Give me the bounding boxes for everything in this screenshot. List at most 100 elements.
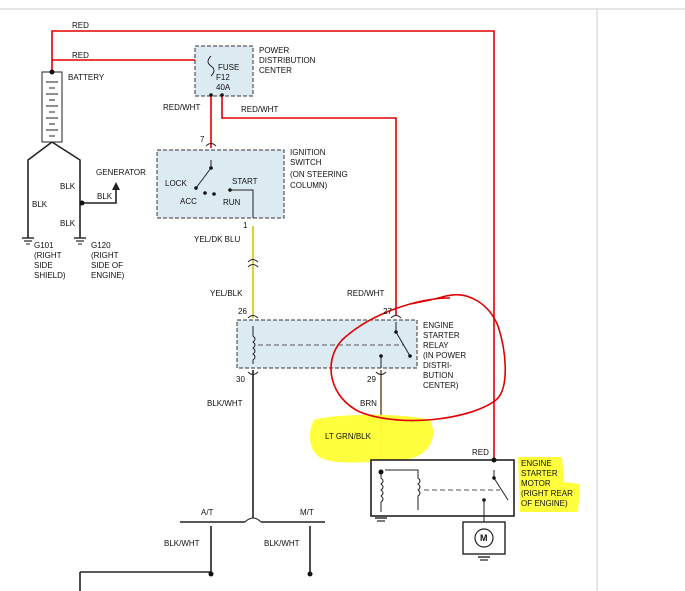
label-relay-2: STARTER: [423, 331, 460, 340]
motor-symbol-circle: [474, 528, 494, 548]
relay-coil: [252, 326, 256, 364]
label-blk-c: BLK: [60, 219, 76, 228]
label-g120-2: (RIGHT: [91, 251, 119, 260]
power-distribution-center-box: [194, 45, 254, 97]
label-g120-1: G120: [91, 241, 111, 250]
battery: [41, 71, 63, 143]
starter-motor-box: [370, 459, 515, 517]
relay-contact: [408, 354, 412, 358]
label-start: START: [232, 177, 258, 186]
label-pin-1: 1: [243, 221, 248, 230]
label-ignition-4: COLUMN): [290, 181, 328, 190]
switch-contact: [203, 191, 207, 195]
wire-blk-bottom-left: [79, 571, 211, 591]
relay-contact: [379, 354, 383, 358]
label-mt: M/T: [300, 508, 314, 517]
label-motor-5: OF ENGINE): [521, 499, 568, 508]
label-pin-30: 30: [236, 375, 245, 384]
wire-red-battery-to-starter: [51, 30, 495, 460]
label-ignition-3: (ON STEERING: [290, 170, 348, 179]
label-blk-generator: BLK: [97, 192, 113, 201]
start-contact-line: [230, 189, 254, 218]
connector-icon: [205, 143, 217, 147]
red-annotation-circle: [330, 293, 507, 422]
label-ignition-1: IGNITION: [290, 148, 326, 157]
label-red-motor: RED: [472, 448, 489, 457]
label-g120-3: SIDE OF: [91, 261, 123, 270]
junction-dot: [307, 571, 313, 577]
starter-relay-box: [236, 319, 418, 369]
motor-coil-left: [380, 472, 384, 512]
label-blk-b: BLK: [32, 200, 48, 209]
label-yel-dk-blu: YEL/DK BLU: [194, 235, 240, 244]
label-g101-3: SIDE: [34, 261, 53, 270]
label-relay-5: DISTRI-: [423, 361, 452, 370]
label-red-fuse: RED: [72, 51, 89, 60]
wire-blk-battery-grounds: [27, 141, 81, 238]
ground-g101-icon: [22, 237, 34, 245]
label-battery: BATTERY: [68, 73, 105, 82]
label-fuse: FUSE: [218, 63, 239, 72]
junction-dot: [220, 93, 224, 97]
label-blk-a: BLK: [60, 182, 76, 191]
label-acc: ACC: [180, 197, 197, 206]
label-brn: BRN: [360, 399, 377, 408]
label-motor-2: STARTER: [521, 469, 558, 478]
split-arc: [244, 517, 262, 523]
label-relay-6: BUTION: [423, 371, 453, 380]
highlight-motor-label: [518, 457, 580, 512]
label-red-wht-right: RED/WHT: [241, 105, 278, 114]
label-blk-wht-main: BLK/WHT: [207, 399, 243, 408]
switch-contact: [209, 166, 213, 170]
connector-icon: [390, 315, 402, 319]
connector-icon: [247, 259, 259, 268]
label-red-wht-relay: RED/WHT: [347, 289, 384, 298]
label-blk-wht-left: BLK/WHT: [164, 539, 200, 548]
wire-blk-wht-branches: [210, 526, 311, 572]
junction-dot: [49, 69, 55, 75]
label-relay-7: CENTER): [423, 381, 459, 390]
label-blk-wht-right: BLK/WHT: [264, 539, 300, 548]
label-g101-2: (RIGHT: [34, 251, 62, 260]
wire-blk-generator: [82, 188, 117, 204]
motor-ground-icon: [375, 517, 387, 522]
label-pdc-3: CENTER: [259, 66, 292, 75]
label-motor-3: MOTOR: [521, 479, 551, 488]
label-pdc-1: POWER: [259, 46, 289, 55]
label-pin-7: 7: [200, 135, 205, 144]
label-pdc-2: DISTRIBUTION: [259, 56, 316, 65]
switch-contact: [194, 186, 198, 190]
fuse-symbol: [207, 55, 215, 77]
junction-dot: [209, 93, 213, 97]
label-g101-1: G101: [34, 241, 54, 250]
highlight-lt-grn-blk: [309, 414, 434, 463]
label-lock: LOCK: [165, 179, 187, 188]
wire-red-wht-fuse-to-relay: [221, 95, 397, 316]
label-generator: GENERATOR: [96, 168, 146, 177]
label-run: RUN: [223, 198, 241, 207]
label-relay-4: (IN POWER: [423, 351, 466, 360]
label-motor-4: (RIGHT REAR: [521, 489, 573, 498]
label-red-top: RED: [72, 21, 89, 30]
junction-dot: [79, 200, 85, 206]
connector-icon: [247, 371, 259, 375]
label-ignition-2: SWITCH: [290, 158, 322, 167]
label-at: A/T: [201, 508, 214, 517]
ground-g120-icon: [74, 237, 86, 245]
solenoid-contact: [492, 476, 496, 480]
motor-coil-right: [385, 469, 421, 510]
label-fuse-id: F12: [216, 73, 230, 82]
label-lt-grn-blk: LT GRN/BLK: [325, 432, 372, 441]
label-motor-1: ENGINE: [521, 459, 552, 468]
switch-contact: [212, 192, 216, 196]
label-relay-3: RELAY: [423, 341, 449, 350]
generator-arrow-icon: [112, 182, 120, 190]
label-motor-symbol: M: [480, 533, 488, 543]
motor-ground-2-icon: [478, 556, 490, 561]
label-pin-26: 26: [238, 307, 247, 316]
connector-icon: [375, 371, 387, 375]
ignition-switch-box: [156, 149, 285, 219]
label-relay-1: ENGINE: [423, 321, 454, 330]
label-fuse-rating: 40A: [216, 83, 231, 92]
junction-dot: [491, 457, 497, 463]
